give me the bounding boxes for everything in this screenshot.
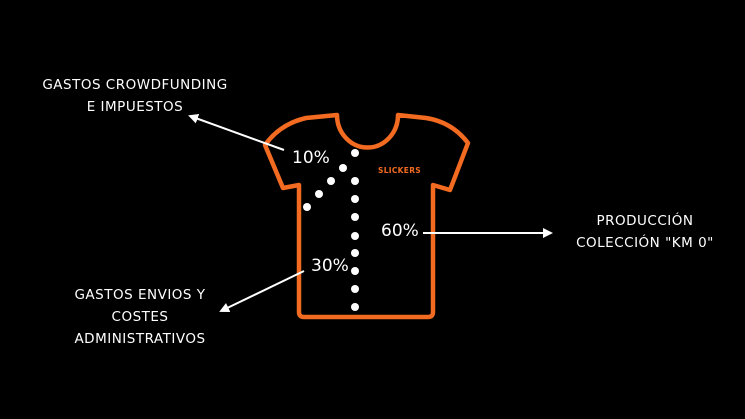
dot: [315, 190, 323, 198]
dot: [351, 195, 359, 203]
label-line: COLECCIÓN "KM 0": [576, 235, 714, 251]
arrow-30: [219, 270, 305, 313]
dot: [303, 203, 311, 211]
brand-logo: SLICKERS: [378, 166, 421, 175]
dot: [339, 164, 347, 172]
arrow-10: [188, 114, 285, 151]
label-line: COSTES: [111, 309, 169, 325]
label-produccion: PRODUCCIÓN COLECCIÓN "KM 0": [560, 210, 730, 254]
label-line: GASTOS ENVIOS Y: [74, 287, 206, 303]
dot: [351, 249, 359, 257]
dot: [351, 232, 359, 240]
label-line: PRODUCCIÓN: [596, 213, 694, 229]
percent-10: 10%: [292, 148, 330, 168]
label-line: ADMINISTRATIVOS: [74, 331, 206, 347]
dot: [351, 285, 359, 293]
tshirt-outline: [262, 112, 471, 320]
label-line: GASTOS CROWDFUNDING: [42, 77, 228, 93]
dot: [351, 213, 359, 221]
dots: [303, 149, 359, 311]
percent-60: 60%: [381, 221, 419, 241]
dot: [327, 177, 335, 185]
dot: [351, 303, 359, 311]
label-envios: GASTOS ENVIOS Y COSTES ADMINISTRATIVOS: [40, 284, 240, 350]
dot: [351, 177, 359, 185]
dot: [351, 149, 359, 157]
label-crowdfunding: GASTOS CROWDFUNDING E IMPUESTOS: [30, 74, 240, 118]
dot: [351, 267, 359, 275]
label-line: E IMPUESTOS: [86, 99, 184, 115]
percent-30: 30%: [311, 256, 349, 276]
